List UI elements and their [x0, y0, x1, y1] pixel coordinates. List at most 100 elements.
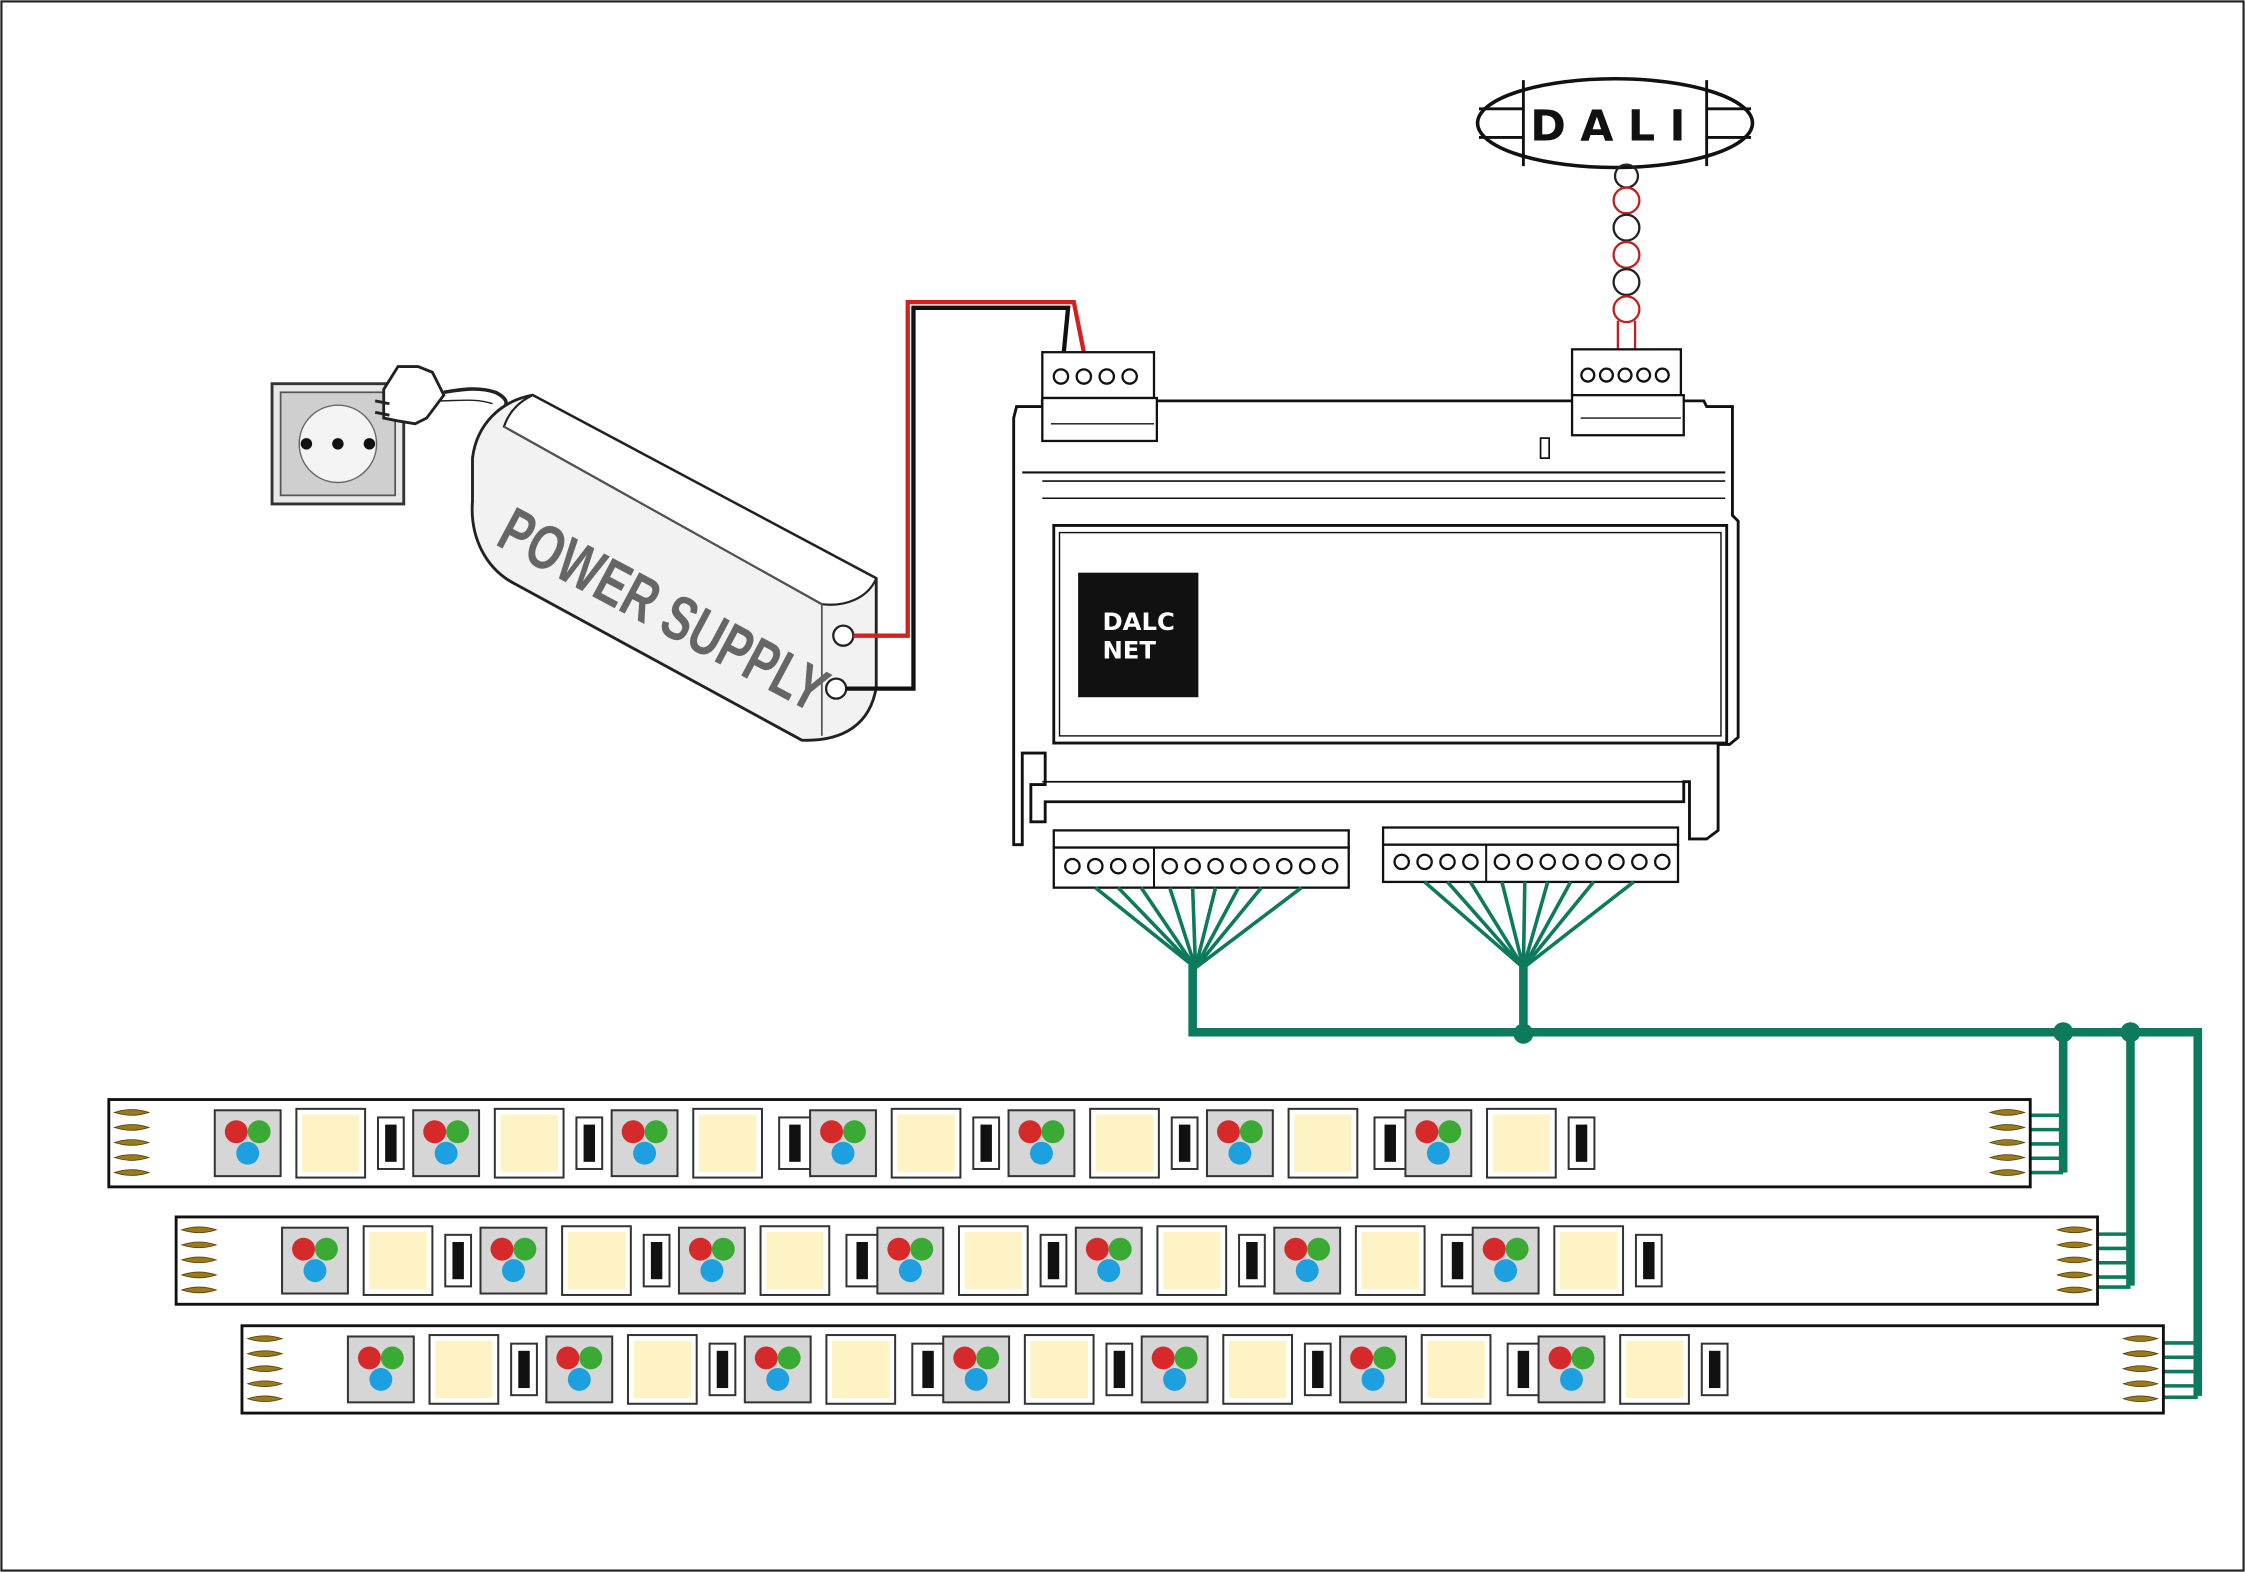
led-group	[1074, 1225, 1266, 1296]
resistor-icon	[444, 1233, 473, 1288]
resistor-icon	[1039, 1233, 1068, 1288]
strip-pads-right	[1988, 1109, 2026, 1176]
rgb-led-icon	[1471, 1226, 1540, 1295]
led-output-bus	[1094, 880, 2203, 1400]
led-group	[1273, 1225, 1501, 1296]
led-group	[1471, 1225, 1663, 1296]
dalcnet-logo-line2: NET	[1102, 636, 1156, 665]
strip-pads-right	[2121, 1335, 2160, 1403]
dalcnet-logo: DALC NET	[1078, 572, 1199, 698]
led-group	[281, 1225, 473, 1296]
led-group	[1205, 1107, 1433, 1179]
warm-white-led-icon	[759, 1225, 831, 1296]
rgb-led-icon	[213, 1109, 282, 1178]
led-group	[610, 1107, 838, 1179]
rgb-led-icon	[1404, 1109, 1473, 1178]
strip-pads-left	[246, 1335, 284, 1403]
strip-pads-left	[180, 1226, 218, 1294]
warm-white-led-icon	[1354, 1225, 1426, 1296]
rgb-led-icon	[281, 1226, 349, 1295]
warm-white-led-icon	[295, 1107, 367, 1179]
led-group	[412, 1107, 604, 1179]
led-group	[479, 1225, 671, 1296]
ps-output-terminal-positive	[832, 624, 855, 647]
warm-white-led-icon	[493, 1107, 565, 1179]
rgb-led-icon	[1205, 1109, 1274, 1178]
led-group	[677, 1225, 905, 1296]
output-terminal-block-left	[1052, 829, 1350, 889]
led-group	[1537, 1334, 1729, 1405]
led-group	[1007, 1107, 1199, 1179]
warm-white-led-icon	[561, 1225, 632, 1296]
led-strips	[107, 1098, 2165, 1415]
warm-white-led-icon	[428, 1334, 500, 1405]
wall-socket-icon	[270, 382, 406, 506]
rgb-led-icon	[1140, 1335, 1209, 1404]
warm-white-led-icon	[362, 1225, 434, 1296]
led-group	[346, 1334, 538, 1405]
output-terminal-block-right	[1381, 826, 1680, 884]
warm-white-led-icon	[1486, 1107, 1557, 1179]
positive-wire	[853, 299, 1086, 638]
dali-terminal-block	[1570, 348, 1685, 437]
strip-pads-left	[113, 1109, 151, 1176]
led-group	[743, 1334, 971, 1405]
warm-white-led-icon	[692, 1107, 763, 1179]
rgb-led-icon	[479, 1226, 548, 1295]
dali-bus-cable	[1612, 163, 1641, 350]
warm-white-led-icon	[1023, 1334, 1095, 1405]
warm-white-led-icon	[1619, 1334, 1690, 1405]
rgb-led-icon	[809, 1109, 877, 1178]
rgb-led-icon	[1339, 1335, 1407, 1404]
strip-pads-right	[2056, 1226, 2094, 1294]
rgb-led-icon	[942, 1335, 1011, 1404]
led-group	[876, 1225, 1068, 1296]
resistor-icon	[708, 1342, 737, 1397]
resistor-icon	[972, 1116, 1001, 1170]
dalcnet-logo-line1: DALC	[1102, 607, 1174, 636]
resistor-icon	[510, 1342, 538, 1397]
warm-white-led-icon	[626, 1334, 698, 1405]
warm-white-led-icon	[957, 1225, 1029, 1296]
rgb-led-icon	[412, 1109, 481, 1178]
warm-white-led-icon	[1222, 1334, 1294, 1405]
led-group	[1404, 1107, 1596, 1179]
led-group	[942, 1334, 1134, 1405]
warm-white-led-icon	[1553, 1225, 1625, 1296]
warm-white-led-icon	[1420, 1334, 1492, 1405]
rgb-led-icon	[743, 1335, 812, 1404]
resistor-icon	[642, 1233, 671, 1288]
resistor-icon	[1303, 1342, 1332, 1397]
resistor-icon	[1105, 1342, 1134, 1397]
rgb-led-icon	[545, 1335, 614, 1404]
dali-label: DALI	[1530, 101, 1699, 151]
warm-white-led-icon	[1156, 1225, 1228, 1296]
rgb-led-icon	[1273, 1226, 1342, 1295]
led-strip-2	[174, 1215, 2099, 1306]
dalcnet-controller	[1012, 399, 1740, 847]
rgb-led-icon	[677, 1226, 746, 1295]
resistor-icon	[1567, 1116, 1596, 1170]
resistor-icon	[1170, 1116, 1199, 1170]
led-group	[545, 1334, 737, 1405]
resistor-icon	[1700, 1342, 1729, 1397]
resistor-icon	[1238, 1233, 1266, 1288]
led-group	[1140, 1334, 1332, 1405]
led-strip-3	[240, 1324, 2165, 1415]
resistor-icon	[1634, 1233, 1663, 1288]
warm-white-led-icon	[825, 1334, 897, 1405]
negative-wire	[846, 305, 1071, 691]
led-strip-1	[107, 1098, 2032, 1189]
dali-logo: DALI	[1475, 76, 1755, 170]
resistor-icon	[376, 1116, 405, 1170]
warm-white-led-icon	[890, 1107, 962, 1179]
rgb-led-icon	[610, 1109, 679, 1178]
rgb-led-icon	[1007, 1109, 1076, 1178]
resistor-icon	[575, 1116, 604, 1170]
led-group	[213, 1107, 405, 1179]
rgb-led-icon	[1074, 1226, 1143, 1295]
power-wires	[846, 299, 1086, 691]
led-group	[809, 1107, 1001, 1179]
rgb-led-icon	[1537, 1335, 1606, 1404]
